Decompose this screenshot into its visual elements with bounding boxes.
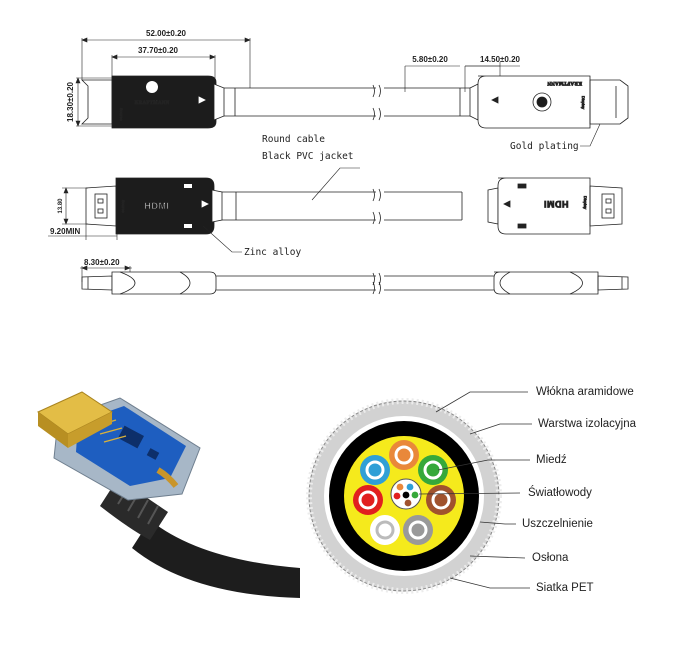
dim-housing-height: 18.30±0.20: [66, 81, 75, 122]
dim-min-length: 9.20MIN: [50, 227, 80, 236]
top-view: KRAFTMANN Source KRAFTMANN Display: [81, 75, 629, 129]
left-housing-front: [115, 177, 215, 235]
label-aramid-fibers: Włókna aramidowe: [536, 386, 634, 398]
callout-leaders: [202, 123, 601, 253]
dim-plug-height: 13.80: [58, 198, 64, 214]
front-view: HDMI Source HDMI Display: [85, 177, 623, 235]
source-label-front: Source: [121, 200, 126, 213]
note-round-cable: Round cable: [262, 134, 325, 145]
label-sheath: Osłona: [532, 552, 569, 564]
technical-drawing: KRAFTMANN Source KRAFTMANN Display: [48, 37, 629, 295]
hdmi-logo-left: HDMI: [145, 201, 170, 211]
cable-cross-section: Włókna aramidowe Warstwa izolacyjna Mied…: [306, 386, 637, 594]
display-label-front: Display: [583, 196, 588, 209]
label-insulation-layer: Warstwa izolacyjna: [538, 418, 637, 430]
label-copper: Miedź: [536, 454, 567, 466]
label-pet-mesh: Siatka PET: [536, 582, 594, 594]
note-gold-plating: Gold plating: [510, 141, 579, 152]
dimension-lines: [48, 37, 520, 282]
optical-fibers: [390, 478, 422, 510]
brand-logo-left: KRAFTMANN: [135, 101, 170, 106]
dim-right-housing: 14.50±0.20: [480, 55, 521, 64]
brand-emblem-right: [532, 92, 552, 112]
cross-section-leaders: [418, 391, 532, 589]
dim-cable-diameter: 5.80±0.20: [412, 55, 448, 64]
display-label-top: Display: [581, 96, 586, 109]
copper-conductors: [353, 440, 456, 545]
dim-overall-length: 52.00±0.20: [146, 29, 187, 38]
source-label-top: Source: [119, 108, 124, 121]
left-housing-top: [111, 75, 217, 129]
brand-logo-right: KRAFTMANN: [547, 80, 582, 85]
dim-side-length: 8.30±0.20: [84, 258, 120, 267]
label-optical-fibers: Światłowody: [528, 486, 592, 499]
note-pvc-jacket: Black PVC jacket: [262, 151, 354, 162]
side-view: [81, 271, 629, 295]
label-sealing: Uszczelnienie: [522, 518, 593, 530]
note-zinc-alloy: Zinc alloy: [244, 247, 301, 258]
dim-housing-length: 37.70±0.20: [138, 46, 179, 55]
connector-cutaway-illustration: [35, 378, 305, 598]
hdmi-logo-right: HDMI: [544, 199, 569, 209]
